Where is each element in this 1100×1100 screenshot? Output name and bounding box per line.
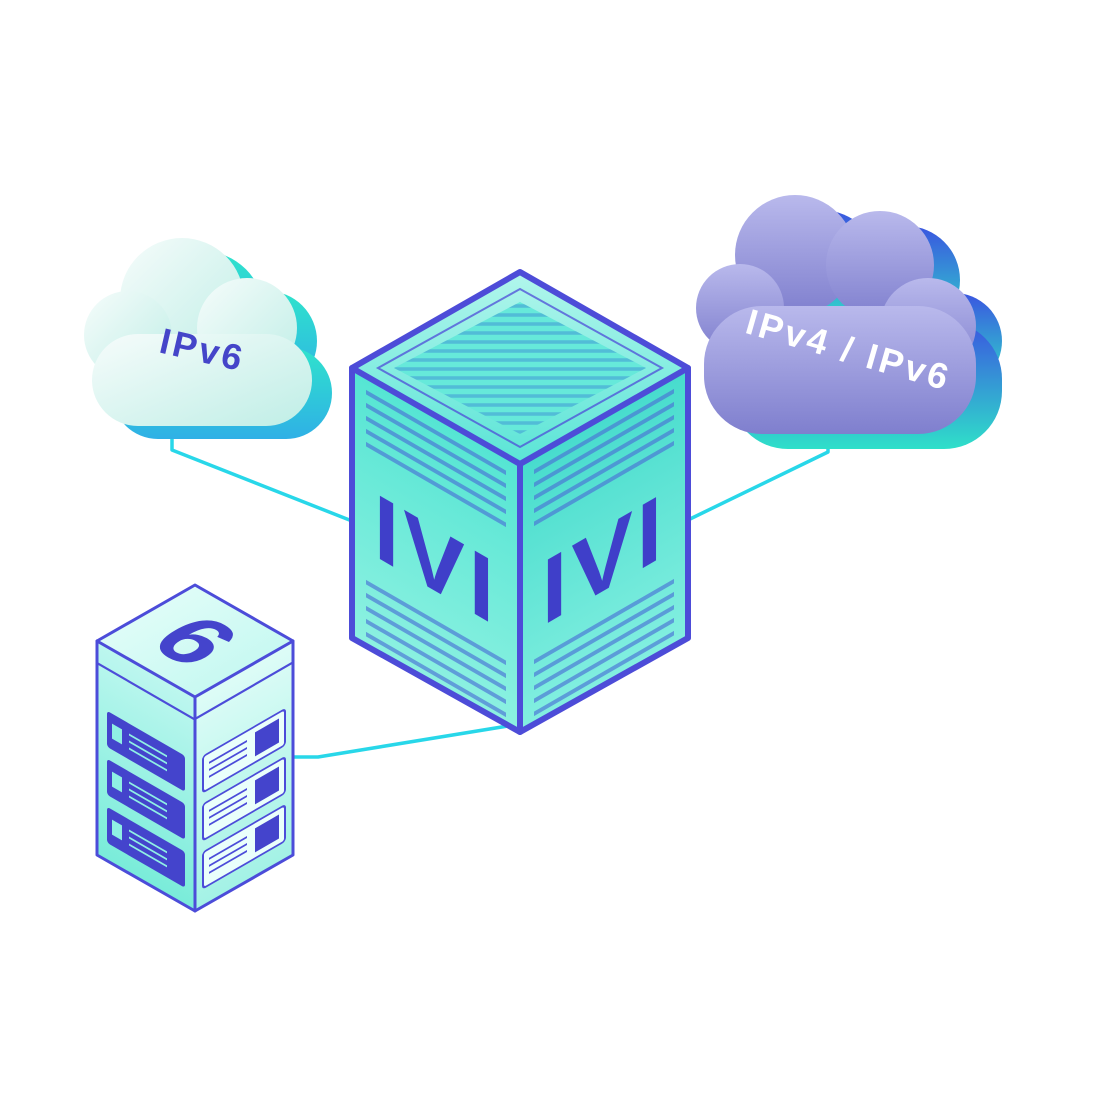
ipv4-ipv6-cloud-body: [696, 195, 976, 434]
left-face-top-stripes: [366, 389, 506, 528]
ipv6-cloud-body: [84, 238, 312, 426]
ivi-box-left-face: IVI: [352, 368, 520, 735]
server-edges: [95, 583, 295, 913]
ipv6-cloud: IPv6: [84, 238, 332, 439]
right-face-top-stripes: [534, 388, 674, 527]
ipv6-server: 6: [95, 583, 295, 913]
ivi-box-edges: [349, 269, 691, 735]
server-right-bays: [202, 709, 286, 889]
ivi-gateway-box: IVI IVI: [349, 269, 691, 735]
server-right-face: [195, 640, 293, 911]
top-face-inner-outline: [375, 287, 665, 449]
server-left-cap-line: [97, 661, 195, 721]
server-left-face: [97, 641, 195, 912]
ivi-box-right-face: IVI: [520, 367, 688, 734]
left-face-bottom-stripes: [366, 579, 506, 718]
ipv4-ipv6-cloud: IPv4 / IPv6: [696, 195, 1002, 449]
server-left-bays: [107, 712, 185, 887]
connector-server-to-gateway: [288, 722, 522, 759]
server-right-cap-line: [195, 661, 293, 721]
right-face-bottom-stripes: [534, 578, 674, 717]
